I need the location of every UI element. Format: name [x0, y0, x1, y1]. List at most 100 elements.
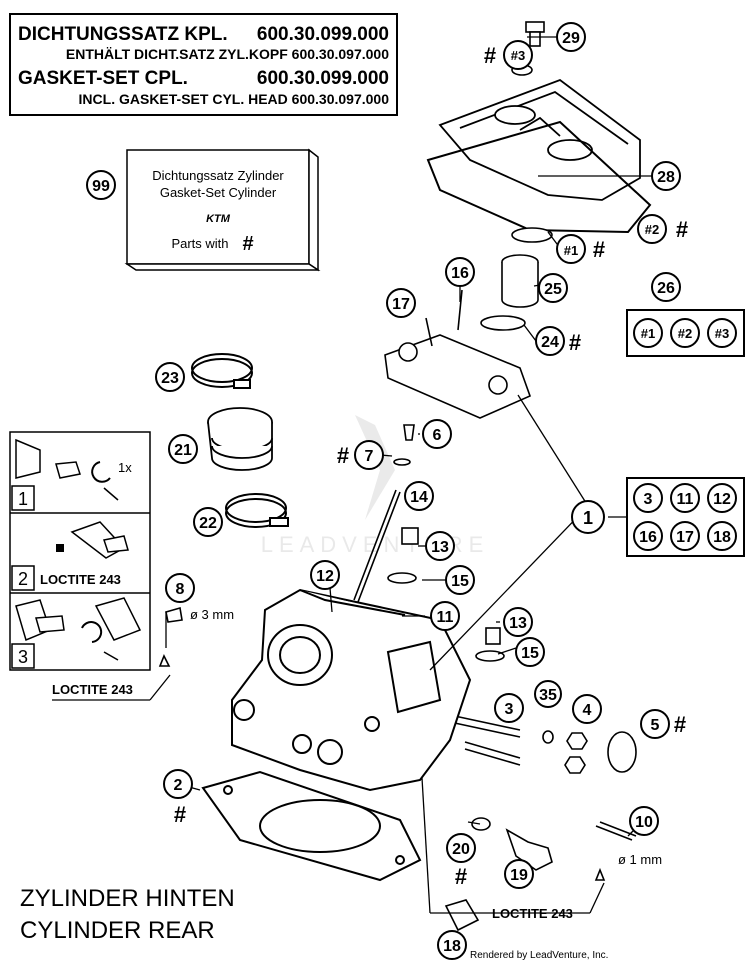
callout-99: 99 — [92, 178, 110, 195]
hash-24: # — [569, 330, 581, 355]
step-2-loctite: LOCTITE 243 — [40, 572, 121, 587]
step-2-sensor-drawing — [103, 535, 129, 553]
callout-24: 24 — [541, 334, 559, 351]
hash-h3: # — [484, 43, 496, 68]
callout-8: 8 — [176, 581, 185, 598]
header-line3-left: GASKET-SET CPL. — [18, 68, 188, 89]
callout-18: 18 — [443, 938, 461, 955]
dimension-3mm: ø 3 mm — [190, 607, 234, 622]
group-26-item: #3 — [715, 326, 729, 341]
step-3-rotate-icon — [81, 621, 103, 643]
group-1-item: 11 — [677, 491, 694, 508]
group-1-item: 12 — [713, 491, 731, 508]
hash-20: # — [455, 864, 467, 889]
kit-parts-with: Parts with — [171, 236, 228, 251]
group-1-item: 3 — [644, 491, 653, 508]
callout-12: 12 — [316, 568, 334, 585]
hose-clamp-upper-drawing — [191, 353, 253, 389]
dimension-1mm: ø 1 mm — [618, 852, 662, 867]
callout-3: 3 — [505, 701, 514, 718]
hose-clamp-lower-drawing — [225, 493, 289, 528]
callout-26: 26 — [657, 280, 675, 297]
loctite-left-text: LOCTITE 243 — [52, 682, 133, 697]
hash-2: # — [174, 802, 186, 827]
instruction-panel: 1 1x 2 LOCTITE 243 3 — [9, 431, 151, 671]
step-3-bracket-right-drawing — [94, 597, 142, 641]
callout-35: 35 — [539, 687, 557, 704]
callout-13-lower: 13 — [509, 615, 527, 632]
valve-cover-gasket-drawing — [426, 120, 652, 234]
header-line4: INCL. GASKET-SET CYL. HEAD 600.30.097.00… — [79, 91, 390, 107]
group-1-item: 16 — [639, 529, 657, 546]
ktm-logo: KTM — [206, 213, 231, 225]
callout-10: 10 — [635, 814, 653, 831]
group-26-item: #1 — [641, 326, 655, 341]
cylinder-head-drawing — [231, 588, 472, 792]
step-1-turns: 1x — [118, 460, 132, 475]
step-1-number: 1 — [18, 489, 28, 509]
callout-28: 28 — [657, 169, 675, 186]
callout-7: 7 — [365, 448, 374, 465]
callout-2: 2 — [174, 777, 183, 794]
callout-22: 22 — [199, 515, 217, 532]
step-2-thread-dot — [56, 544, 64, 552]
callout-4: 4 — [583, 702, 592, 719]
title-german: ZYLINDER HINTEN — [20, 885, 235, 912]
hash-5: # — [674, 712, 686, 737]
callout-11: 11 — [437, 609, 454, 626]
step-2-number: 2 — [18, 569, 28, 589]
title-english: CYLINDER REAR — [20, 917, 215, 944]
callout-16: 16 — [451, 265, 469, 282]
step-1-bracket-drawing — [15, 438, 41, 479]
header-line3-right: 600.30.099.000 — [257, 68, 389, 89]
group-1-item: 17 — [676, 529, 694, 546]
kit-hash: # — [242, 233, 253, 255]
step-1-rotate-icon — [91, 461, 111, 483]
header-line1-right: 600.30.099.000 — [257, 24, 389, 45]
group-26-item: #2 — [678, 326, 692, 341]
callout-23: 23 — [161, 370, 179, 387]
hash-7: # — [337, 443, 349, 468]
kit-line1: Dichtungssatz Zylinder — [152, 168, 284, 183]
callout-17: 17 — [392, 296, 410, 313]
step-3-number: 3 — [18, 647, 28, 667]
loctite-bottom-text: LOCTITE 243 — [492, 906, 573, 921]
callout-h1-ring: #1 — [564, 243, 578, 258]
step-3-arrow-icon — [103, 651, 119, 661]
hash-h2: # — [676, 217, 688, 242]
header-line1-left: DICHTUNGSSATZ KPL. — [18, 24, 228, 45]
callout-5: 5 — [651, 717, 660, 734]
header-line2: ENTHÄLT DICHT.SATZ ZYL.KOPF 600.30.097.0… — [66, 46, 389, 62]
gasket-kit-card: 99 Dichtungssatz Zylinder Gasket-Set Cyl… — [86, 148, 321, 272]
gasket-set-header: DICHTUNGSSATZ KPL. 600.30.099.000 ENTHÄL… — [9, 13, 398, 116]
callout-29: 29 — [562, 30, 580, 47]
callout-20: 20 — [452, 841, 470, 858]
hash-h1: # — [593, 237, 605, 262]
callout-labels: 29 28 #1 25 24 16 17 23 21 22 6 7 14 13 … — [161, 30, 675, 955]
small-parts-drawing — [158, 424, 637, 932]
valve-cover-drawing — [438, 78, 641, 201]
step-1-arrow-icon — [103, 487, 119, 501]
head-gasket-drawing — [201, 770, 422, 882]
callout-h3-washer: #3 — [511, 48, 525, 63]
watermark: LEADVENTURE — [261, 415, 483, 557]
step-3-sensor-drawing — [35, 615, 65, 633]
callout-21: 21 — [174, 442, 192, 459]
callout-15-upper: 15 — [451, 573, 469, 590]
callout-6: 6 — [433, 427, 442, 444]
callout-13-upper: 13 — [431, 539, 449, 556]
loctite-left-label: LOCTITE 243 — [52, 682, 150, 701]
hash-marks: # # # # # # # # — [174, 43, 688, 889]
group-26-box: #1 #2 #3 — [626, 309, 745, 357]
loctite-bottom-label: LOCTITE 243 — [492, 906, 573, 921]
callout-15-lower: 15 — [521, 645, 539, 662]
render-credit: Rendered by LeadVenture, Inc. — [470, 950, 608, 961]
callout-25: 25 — [544, 281, 562, 298]
group-1-item: 18 — [713, 529, 731, 546]
step-1-sensor-drawing — [55, 461, 81, 479]
callout-1: 1 — [583, 508, 593, 528]
callout-h2-gasket: #2 — [645, 222, 659, 237]
callout-14: 14 — [410, 489, 428, 506]
callouts — [155, 22, 681, 960]
spark-plug-tube-drawing — [480, 227, 553, 331]
